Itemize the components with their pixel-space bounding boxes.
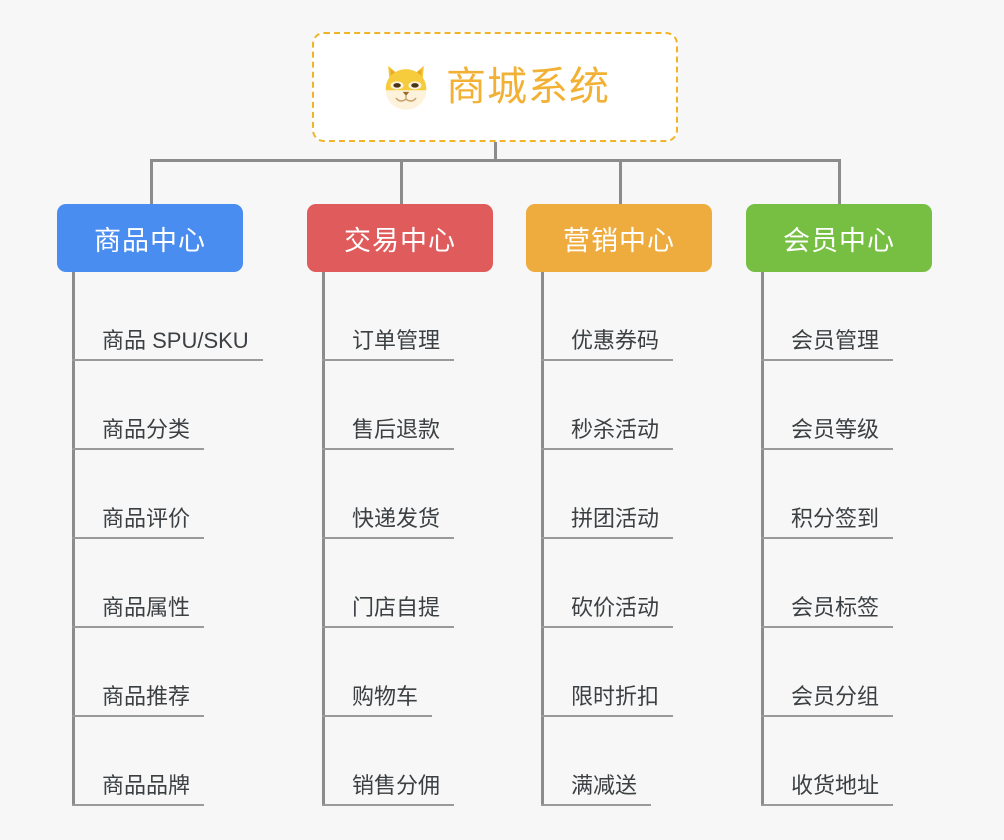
list-item[interactable]: 销售分佣 [307, 717, 493, 806]
connector-drop-1 [150, 159, 153, 205]
list-item[interactable]: 收货地址 [746, 717, 932, 806]
leaf-label: 商品属性 [72, 595, 205, 628]
list-item[interactable]: 秒杀活动 [526, 361, 712, 450]
connector-drop-3 [619, 159, 622, 205]
list-item[interactable]: 拼团活动 [526, 450, 712, 539]
leaf-label: 快递发货 [322, 506, 455, 539]
leaf-label: 会员等级 [761, 417, 894, 450]
list-item[interactable]: 售后退款 [307, 361, 493, 450]
list-item[interactable]: 会员分组 [746, 628, 932, 717]
connector-drop-2 [400, 159, 403, 205]
leaf-label: 满减送 [541, 773, 652, 806]
root-node[interactable]: 商城系统 [312, 32, 678, 142]
list-item[interactable]: 砍价活动 [526, 539, 712, 628]
leaf-list-2: 优惠券码 秒杀活动 拼团活动 砍价活动 限时折扣 满减送 [526, 272, 712, 806]
list-item[interactable]: 快递发货 [307, 450, 493, 539]
list-item[interactable]: 限时折扣 [526, 628, 712, 717]
leaf-label: 商品品牌 [72, 773, 205, 806]
branch-header-3[interactable]: 会员中心 [746, 204, 932, 272]
list-item[interactable]: 商品推荐 [57, 628, 243, 717]
branch-column-shangpin: 商品中心 商品 SPU/SKU 商品分类 商品评价 商品属性 商品推荐 商品品牌 [57, 204, 263, 806]
branch-column-jiaoyi: 交易中心 订单管理 售后退款 快递发货 门店自提 购物车 销售分佣 [307, 204, 493, 806]
root-title: 商城系统 [446, 65, 610, 109]
list-item[interactable]: 会员等级 [746, 361, 932, 450]
list-item[interactable]: 商品 SPU/SKU [57, 272, 263, 361]
leaf-label: 砍价活动 [541, 595, 674, 628]
leaf-spine [541, 272, 544, 806]
connector-drop-4 [838, 159, 841, 205]
list-item[interactable]: 订单管理 [307, 272, 493, 361]
leaf-list-3: 会员管理 会员等级 积分签到 会员标签 会员分组 收货地址 [746, 272, 932, 806]
list-item[interactable]: 购物车 [307, 628, 493, 717]
leaf-label: 订单管理 [322, 328, 455, 361]
branch-label: 营销中心 [563, 225, 675, 256]
leaf-label: 会员标签 [761, 595, 894, 628]
leaf-label: 拼团活动 [541, 506, 674, 539]
leaf-label: 商品推荐 [72, 684, 205, 717]
leaf-label: 商品评价 [72, 506, 205, 539]
branch-label: 交易中心 [344, 225, 456, 256]
list-item[interactable]: 会员管理 [746, 272, 932, 361]
leaf-label: 收货地址 [761, 773, 894, 806]
branch-column-huiyuan: 会员中心 会员管理 会员等级 积分签到 会员标签 会员分组 收货地址 [746, 204, 932, 806]
list-item[interactable]: 积分签到 [746, 450, 932, 539]
list-item[interactable]: 会员标签 [746, 539, 932, 628]
branch-header-2[interactable]: 营销中心 [526, 204, 712, 272]
leaf-spine [72, 272, 75, 806]
branch-label: 会员中心 [783, 225, 895, 256]
leaf-label: 售后退款 [322, 417, 455, 450]
leaf-label: 限时折扣 [541, 684, 674, 717]
shiba-inu-icon [380, 61, 432, 113]
connector-horizontal-bus [150, 159, 841, 162]
connector-root-stem [494, 142, 497, 161]
leaf-spine [322, 272, 325, 806]
list-item[interactable]: 满减送 [526, 717, 712, 806]
list-item[interactable]: 商品品牌 [57, 717, 243, 806]
leaf-list-1: 订单管理 售后退款 快递发货 门店自提 购物车 销售分佣 [307, 272, 493, 806]
branch-header-0[interactable]: 商品中心 [57, 204, 243, 272]
leaf-label: 销售分佣 [322, 773, 455, 806]
branch-header-1[interactable]: 交易中心 [307, 204, 493, 272]
list-item[interactable]: 门店自提 [307, 539, 493, 628]
list-item[interactable]: 商品属性 [57, 539, 243, 628]
leaf-label: 门店自提 [322, 595, 455, 628]
branch-column-yingxiao: 营销中心 优惠券码 秒杀活动 拼团活动 砍价活动 限时折扣 满减送 [526, 204, 712, 806]
list-item[interactable]: 优惠券码 [526, 272, 712, 361]
leaf-label: 购物车 [322, 684, 433, 717]
leaf-label: 会员分组 [761, 684, 894, 717]
branch-label: 商品中心 [94, 225, 206, 256]
leaf-label: 优惠券码 [541, 328, 674, 361]
list-item[interactable]: 商品分类 [57, 361, 243, 450]
leaf-list-0: 商品 SPU/SKU 商品分类 商品评价 商品属性 商品推荐 商品品牌 [57, 272, 263, 806]
leaf-label: 商品 SPU/SKU [72, 328, 263, 361]
leaf-label: 积分签到 [761, 506, 894, 539]
leaf-label: 商品分类 [72, 417, 205, 450]
leaf-label: 会员管理 [761, 328, 894, 361]
list-item[interactable]: 商品评价 [57, 450, 243, 539]
leaf-spine [761, 272, 764, 806]
leaf-label: 秒杀活动 [541, 417, 674, 450]
